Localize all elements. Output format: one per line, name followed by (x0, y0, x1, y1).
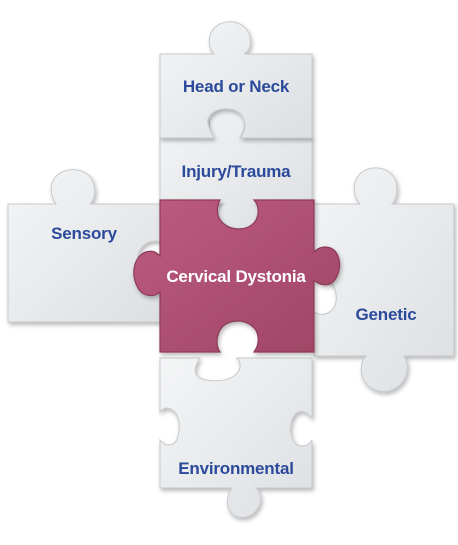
label-genetic: Genetic (356, 305, 417, 324)
label-cervical-dystonia: Cervical Dystonia (166, 267, 306, 286)
puzzle-piece-left (7, 169, 169, 323)
label-environmental: Environmental (178, 459, 293, 478)
label-sensory: Sensory (51, 224, 117, 243)
label-head-or-neck: Head or Neck (183, 77, 290, 96)
puzzle-piece-bottom (159, 357, 313, 518)
puzzle-piece-center (133, 199, 341, 353)
puzzle-piece-right (301, 167, 455, 392)
label-injury-trauma: Injury/Trauma (182, 162, 292, 181)
puzzle-piece-top (159, 21, 313, 139)
